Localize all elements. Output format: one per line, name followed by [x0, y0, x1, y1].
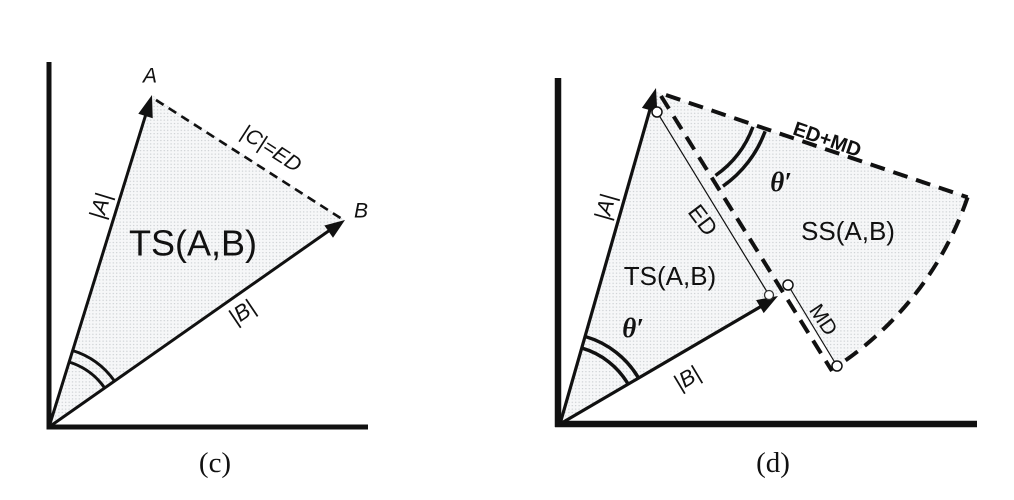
triangle-region-label-d: TS(A,B) [624, 261, 716, 291]
mag-a-label-c: |A| [84, 190, 116, 222]
md-measure-line [787, 284, 838, 367]
mag-b-label-d: |B| [669, 361, 704, 396]
triangle-fill-c [49, 95, 345, 427]
angle-arc-inner-c [68, 360, 106, 389]
theta-origin-label: θ′ [622, 313, 644, 343]
caption-c: (c) [199, 447, 231, 479]
panel-c: A B |A| |B| |C|=ED TS(A,B) (c) [46, 62, 368, 479]
vector-a-arrowhead-c [138, 95, 153, 119]
mag-a-label-d: |A| [589, 191, 620, 223]
dashed-chord-c [155, 98, 343, 221]
region-label-c: TS(A,B) [129, 223, 257, 264]
angle-arc-outer-origin-d [584, 334, 641, 380]
caption-d: (d) [756, 447, 790, 479]
vector-b-arrowhead-c [324, 220, 345, 238]
angle-arc-outer-c [72, 349, 116, 382]
sector-region-label-d: SS(A,B) [801, 216, 895, 246]
ed-start-circle [651, 106, 663, 118]
triangle-fill-d [560, 90, 787, 424]
sector-arc-dashed [836, 196, 970, 368]
md-end-circle [831, 360, 843, 372]
angle-arc-outer-apex-d [721, 130, 767, 188]
vector-a-label-c: A [141, 65, 157, 88]
angle-arc-inner-origin-d [581, 346, 631, 386]
ed-measure-line [656, 111, 770, 296]
md-start-circle [782, 279, 794, 291]
sector-top-edge-dashed [665, 93, 969, 200]
theta-apex-label: θ′ [770, 167, 792, 197]
ed-end-circle [763, 289, 775, 301]
vector-b-line-c [48, 221, 341, 429]
vector-a-line-c [47, 100, 152, 428]
vector-a-arrowhead-d [641, 88, 658, 113]
panel-d: |A| |B| TS(A,B) SS(A,B) ED MD ED+MD θ′ θ… [554, 78, 977, 479]
vector-b-label-c: B [354, 200, 368, 223]
vector-b-arrowhead-d [756, 296, 778, 314]
angle-arc-inner-apex-d [714, 126, 755, 177]
sector-radial-edge-dashed [659, 94, 834, 373]
vector-b-line-d [559, 298, 773, 426]
vector-a-line-d [558, 98, 655, 425]
